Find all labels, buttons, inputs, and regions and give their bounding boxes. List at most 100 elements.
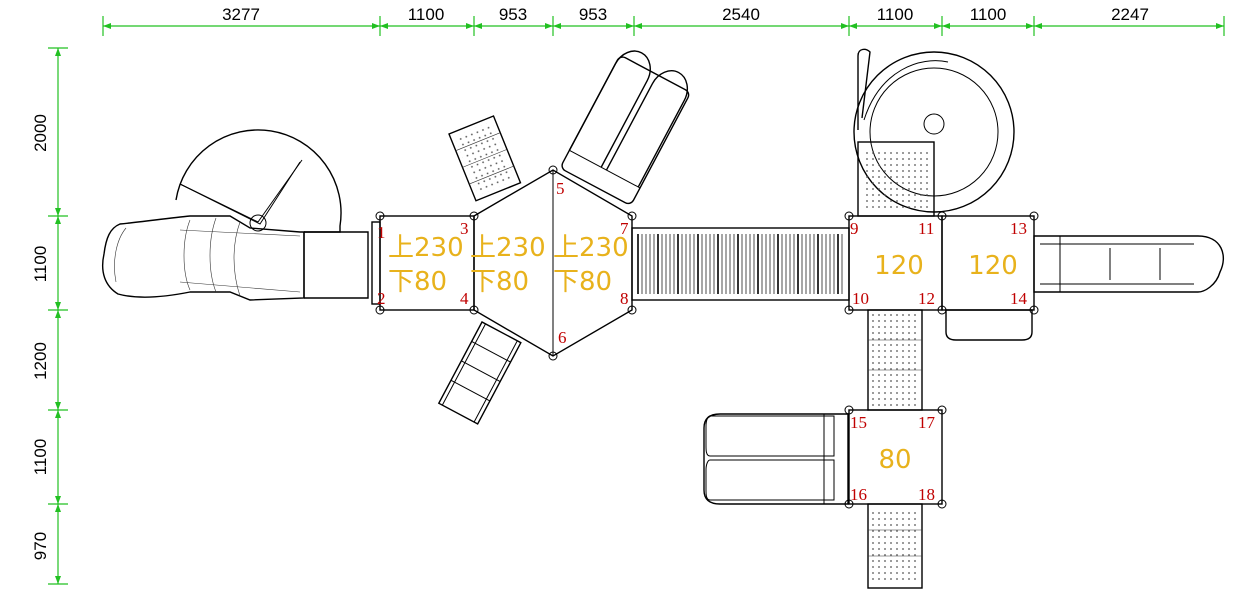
post-marker: [548, 165, 558, 175]
square-deck-c-label: 80: [878, 445, 911, 475]
dim-h-7: 1100: [970, 5, 1007, 24]
square-deck-b-label: 120: [968, 251, 1018, 281]
post-marker: [844, 405, 854, 415]
double-slide-bottom: [703, 413, 849, 505]
dimension-arrow: [55, 208, 61, 216]
post-number-2: 2: [377, 289, 386, 308]
post-marker: [844, 211, 854, 221]
dimension-arrow: [380, 23, 388, 29]
post-marker: [844, 305, 854, 315]
dim-h-3: 953: [499, 5, 527, 24]
post-number-18: 18: [918, 485, 935, 504]
post-number-16: 16: [850, 485, 867, 504]
dimension-arrow: [1026, 23, 1034, 29]
dim-v-4: 1100: [31, 439, 50, 476]
dimension-arrow: [1034, 23, 1042, 29]
dim-v-1: 2000: [31, 114, 50, 152]
deck-c-top-label: 上230: [553, 233, 629, 263]
post-number-3: 3: [460, 219, 469, 238]
post-number-9: 9: [850, 219, 859, 238]
post-marker: [469, 305, 479, 315]
post-marker: [548, 351, 558, 361]
deck-a-bottom-label: 下80: [388, 267, 447, 297]
post-number-1: 1: [377, 223, 386, 242]
post-number-10: 10: [852, 289, 869, 308]
post-number-14: 14: [1010, 289, 1028, 308]
deck-b-bottom-label: 下80: [470, 267, 529, 297]
post-marker: [1029, 305, 1039, 315]
post-number-6: 6: [558, 328, 567, 347]
post-number-8: 8: [620, 289, 629, 308]
dim-h-1: 3277: [222, 5, 260, 24]
dim-h-8: 2247: [1111, 5, 1149, 24]
dimension-arrow: [841, 23, 849, 29]
climbing-panel: [448, 115, 522, 202]
post-marker: [375, 305, 385, 315]
post-numbers: 1 2 3 4 5 6 7 8 9 10 11 12 13 14 15 16 1…: [377, 179, 1028, 504]
dimension-arrow: [55, 496, 61, 504]
dimension-arrow: [466, 23, 474, 29]
spiral-tube-slide: [101, 129, 381, 305]
square-deck-a-label: 120: [874, 251, 924, 281]
deck-a-top-label: 上230: [388, 233, 464, 263]
dimension-arrow: [372, 23, 380, 29]
post-marker: [937, 211, 947, 221]
post-number-5: 5: [556, 179, 565, 198]
dimension-arrow: [55, 310, 61, 318]
post-number-12: 12: [918, 289, 935, 308]
dimension-arrow: [626, 23, 634, 29]
post-marker: [627, 305, 637, 315]
vertical-dimension-chain: 2000 1100 1200 1100 970: [31, 47, 68, 585]
dimension-arrow: [634, 23, 642, 29]
post-marker: [937, 305, 947, 315]
dimension-arrow: [55, 504, 61, 512]
post-marker: [937, 405, 947, 415]
dim-v-5: 970: [31, 532, 50, 560]
dimension-arrow: [103, 23, 111, 29]
dimension-arrow: [55, 576, 61, 584]
post-number-13: 13: [1010, 219, 1027, 238]
deck-c-bottom-label: 下80: [553, 267, 612, 297]
dimension-arrow: [55, 410, 61, 418]
dimension-arrow: [55, 302, 61, 310]
post-number-11: 11: [918, 219, 934, 238]
post-marker: [469, 211, 479, 221]
post-marker: [627, 211, 637, 221]
double-slide-top: [561, 50, 690, 205]
post-markers: [375, 165, 1039, 509]
horizontal-dimension-chain: 3277 1100 953 953 2540 1100 1100 2247: [102, 5, 1225, 36]
straight-slide-right: [1033, 235, 1225, 293]
spiral-slide-top: [853, 48, 1015, 217]
post-number-4: 4: [460, 289, 469, 308]
step-platform: [945, 309, 1033, 341]
dimension-arrow: [849, 23, 857, 29]
dimension-arrow: [553, 23, 561, 29]
post-marker: [844, 499, 854, 509]
dim-h-6: 1100: [877, 5, 914, 24]
dimension-arrow: [55, 48, 61, 56]
post-marker: [375, 211, 385, 221]
dimension-arrow: [1216, 23, 1224, 29]
dim-h-2: 1100: [408, 5, 445, 24]
ladder: [437, 321, 522, 425]
post-number-7: 7: [620, 219, 629, 238]
bridge: [631, 227, 850, 301]
post-number-15: 15: [850, 413, 867, 432]
post-number-17: 17: [918, 413, 936, 432]
dim-h-5: 2540: [722, 5, 760, 24]
post-marker: [937, 499, 947, 509]
deck-b-top-label: 上230: [470, 233, 546, 263]
dimension-arrow: [55, 216, 61, 224]
deck-labels: 上230 下80 上230 下80 上230 下80 120 120 80: [388, 233, 1018, 475]
dimension-arrow: [545, 23, 553, 29]
post-marker: [1029, 211, 1039, 221]
dimension-arrow: [942, 23, 950, 29]
dimension-arrow: [934, 23, 942, 29]
dimension-arrow: [55, 402, 61, 410]
dim-v-3: 1200: [31, 342, 50, 380]
vertical-climber: [867, 309, 923, 589]
dim-v-2: 1100: [31, 246, 50, 283]
dimension-arrow: [474, 23, 482, 29]
dim-h-4: 953: [579, 5, 607, 24]
